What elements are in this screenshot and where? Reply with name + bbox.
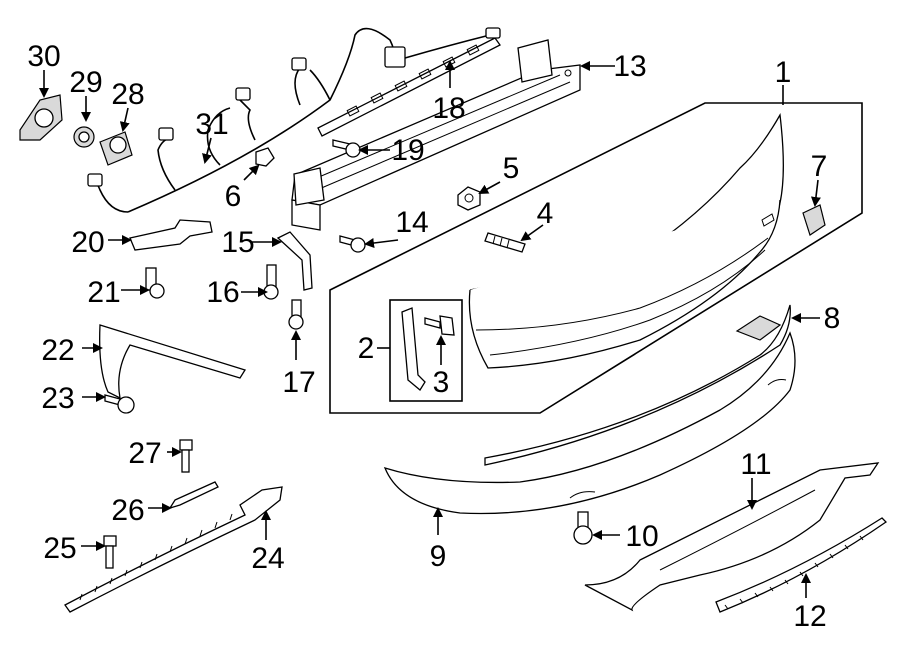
side-guide-24 <box>64 486 283 613</box>
callout-12: 12 <box>793 600 826 633</box>
bumper-reinforcement <box>291 39 581 231</box>
callout-23: 23 <box>41 382 74 415</box>
callout-31: 31 <box>195 108 228 141</box>
callout-6: 6 <box>225 180 242 213</box>
nut-5 <box>457 186 481 211</box>
side-bracket-22 <box>99 324 246 400</box>
guide-bracket-2 <box>401 307 426 391</box>
stud-4 <box>484 232 526 253</box>
callout-4: 4 <box>537 197 554 230</box>
guide-inset-box <box>389 299 463 402</box>
callout-11: 11 <box>740 448 771 481</box>
grommet <box>73 126 95 148</box>
bolt-27 <box>179 439 193 473</box>
callout-21: 21 <box>87 276 120 309</box>
callout-8: 8 <box>824 302 841 335</box>
bracket-20 <box>129 219 213 251</box>
bumper-cover-group-box <box>329 102 863 414</box>
screw-3 <box>424 315 455 336</box>
bolt-21 <box>145 267 165 299</box>
callout-2: 2 <box>358 332 375 365</box>
nut-6 <box>255 147 275 167</box>
lower-strip-12 <box>715 517 888 613</box>
callout-19: 19 <box>391 134 424 167</box>
callout-28: 28 <box>111 78 144 111</box>
callout-7: 7 <box>811 150 828 183</box>
callout-25: 25 <box>43 532 76 565</box>
callout-22: 22 <box>41 334 74 367</box>
callout-26: 26 <box>111 494 144 527</box>
callout-leaders <box>39 60 821 598</box>
callout-9: 9 <box>430 540 447 573</box>
bracket-15 <box>276 231 313 291</box>
callout-labels: 1 2 3 4 5 6 7 8 9 10 11 12 13 14 15 16 1… <box>27 40 840 633</box>
bolt-17 <box>288 299 304 330</box>
callout-30: 30 <box>27 40 60 73</box>
cap-7 <box>802 204 826 236</box>
bolt-25 <box>103 535 117 569</box>
callout-16: 16 <box>206 276 239 309</box>
callout-14: 14 <box>395 206 428 239</box>
callout-27: 27 <box>128 437 161 470</box>
bolt-14 <box>339 235 366 253</box>
callout-29: 29 <box>69 66 102 99</box>
park-sensor <box>99 131 133 166</box>
callout-13: 13 <box>613 50 646 83</box>
callout-5: 5 <box>503 152 520 185</box>
lower-valance-9 <box>383 331 796 515</box>
callout-17: 17 <box>282 366 315 399</box>
callout-10: 10 <box>625 520 658 553</box>
callout-15: 15 <box>221 226 254 259</box>
sensor-bezel <box>19 94 63 141</box>
callout-24: 24 <box>251 542 284 575</box>
callout-3: 3 <box>433 366 450 399</box>
callout-18: 18 <box>432 92 465 125</box>
wiring-harness <box>87 27 501 213</box>
bolt-10 <box>573 511 593 545</box>
bolt-16 <box>263 264 279 300</box>
clip-26 <box>168 481 219 510</box>
callout-1: 1 <box>775 56 792 89</box>
bumper-cover <box>468 112 784 369</box>
skid-plate-11 <box>584 462 880 612</box>
upper-trim-8 <box>484 304 791 466</box>
callout-20: 20 <box>71 226 104 259</box>
